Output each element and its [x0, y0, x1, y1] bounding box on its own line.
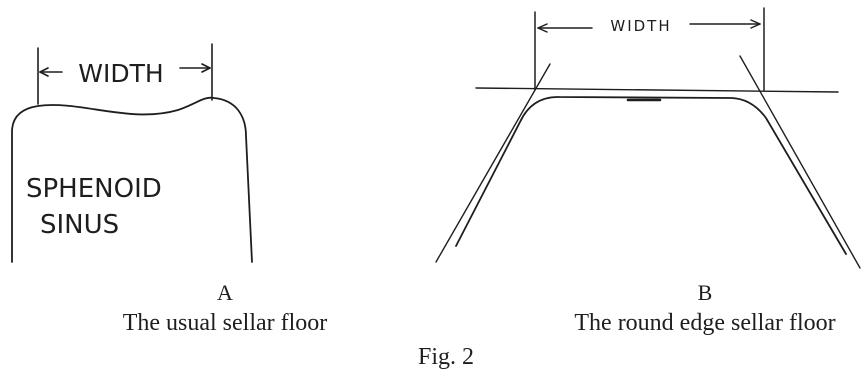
panel-b-sellar-floor-outline: [455, 96, 847, 255]
panel-b-left-tangent-line: [435, 63, 551, 263]
panel-b-arrowhead-left: [537, 23, 548, 33]
panel-a-width-label: WIDTH: [78, 59, 163, 88]
panel-b-width-label: WIDTH: [610, 17, 671, 35]
panel-b-caption: The round edge sellar floor: [574, 310, 835, 336]
panel-b-right-tangent-line: [739, 55, 861, 269]
panel-a-arrowhead-left: [39, 67, 49, 77]
panel-a-letter: A: [217, 280, 233, 305]
panel-a-region-line1: SPHENOID: [26, 174, 162, 204]
panel-b-arrowhead-right: [750, 19, 761, 29]
panel-a-region-line2: SINUS: [40, 210, 119, 240]
panel-a-sellar-floor-outline: [11, 96, 253, 263]
panel-a-caption: The usual sellar floor: [123, 310, 328, 336]
panel-b-reference-line: [475, 87, 839, 93]
figure-label: Fig. 2: [418, 344, 474, 370]
panel-b-letter: B: [698, 280, 713, 305]
panel-a-arrowhead-right: [201, 63, 211, 73]
panel-a: WIDTH SPHENOID SINUS A The usual sellar …: [11, 43, 328, 336]
panel-b: WIDTH B The round edge sellar floor: [435, 7, 861, 336]
